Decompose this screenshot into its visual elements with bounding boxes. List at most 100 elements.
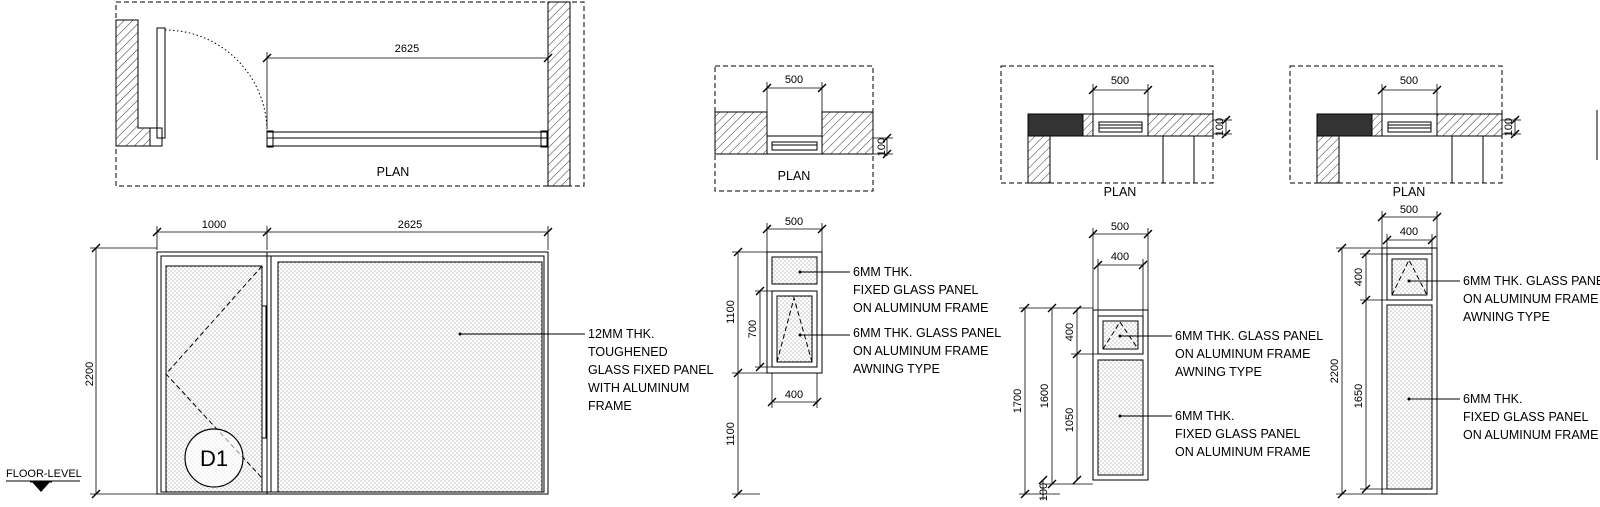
sheet3-awning-indication <box>1102 321 1139 350</box>
sheet3-awning-note-1: 6MM THK. GLASS PANEL <box>1175 329 1323 343</box>
sheet4-plan-border <box>1289 65 1503 184</box>
sheet3-h-fixed: 1050 <box>1064 408 1076 432</box>
sheet1-door-leaf <box>156 27 166 139</box>
sheet3-dark-block <box>1027 113 1084 137</box>
sheet2-plan-wall: 100 <box>876 138 888 156</box>
sheet1-note-2: TOUGHENED <box>588 345 668 359</box>
sheet1-note-3: GLASS FIXED PANEL <box>588 363 714 377</box>
sheet4-plan-wall: 100 <box>1503 118 1515 136</box>
sheet4-plan: 500 100 PLAN <box>1289 65 1521 199</box>
sheet2-awning-note-3: AWNING TYPE <box>853 362 940 376</box>
sheet1-panel-width: 2625 <box>398 219 422 231</box>
sheet2-width-inner: 400 <box>785 389 803 401</box>
sheet4-h-awning: 400 <box>1353 268 1365 286</box>
sheet2-awning-pane <box>776 295 813 363</box>
sheet4-wall-right <box>1436 113 1503 137</box>
sheet4-awning-indication <box>1391 258 1428 296</box>
sheet1-frame <box>156 251 549 495</box>
sheet2-h-awning: 700 <box>747 320 759 338</box>
sheet2-wall-right <box>821 111 874 155</box>
sheet4-frame <box>1381 247 1438 495</box>
sheet1-door-handle <box>261 305 267 439</box>
sheet3-fixed-note-2: FIXED GLASS PANEL <box>1175 427 1301 441</box>
sheet3-plan-dim: 500 <box>1111 75 1129 87</box>
sheet3-elevation: 500 400 1700 1600 400 1050 100 <box>1012 221 1323 501</box>
sheet3-h-mid: 1600 <box>1039 384 1051 408</box>
sheet3-h-total: 1700 <box>1012 389 1024 413</box>
sheet2-fixed-note-1: 6MM THK. <box>853 265 913 279</box>
sheet1-plan-dim: 2625 <box>395 43 419 55</box>
sheet1-note-4: WITH ALUMINUM <box>588 381 689 395</box>
sheet2-plan-dim: 500 <box>785 74 803 86</box>
sheet3-plan-wall: 100 <box>1214 118 1226 136</box>
sheet1-plan: 2625 PLAN <box>115 1 585 187</box>
sheet4-awning-note-3: AWNING TYPE <box>1463 310 1550 324</box>
sheet3-h-sill: 100 <box>1038 483 1050 501</box>
sheet4-dark-block <box>1316 113 1373 137</box>
sheet1-door-swing <box>164 29 268 133</box>
sheet2-plan-window <box>766 135 823 155</box>
sheet2-elevation: 500 400 1100 1100 700 6MM THK. FIXED GLA… <box>725 216 1001 499</box>
sheet1-note-5: FRAME <box>588 399 632 413</box>
sheet2-h-total: 1100 <box>725 300 737 324</box>
sheet1-note-1: 12MM THK. <box>588 327 654 341</box>
sheet1-swing-indication <box>165 265 263 479</box>
sheet4-width-inner: 400 <box>1400 226 1418 238</box>
door-tag: D1 <box>200 446 228 471</box>
sheet4-fixed-pane <box>1386 304 1433 490</box>
sheet2-width-outer: 500 <box>785 216 803 228</box>
door-tag-circle <box>184 428 244 488</box>
sheet3-awning-note-3: AWNING TYPE <box>1175 365 1262 379</box>
sheet1-left-wall <box>115 19 151 147</box>
sheet1-height: 2200 <box>84 362 96 386</box>
sheet4-h-fixed: 1650 <box>1353 384 1365 408</box>
sheet1-plan-glazing <box>266 131 549 147</box>
sheet1-door-width: 1000 <box>202 219 226 231</box>
sheet3-fixed-note-3: ON ALUMINUM FRAME <box>1175 445 1310 459</box>
sheet2-fixed-note-2: FIXED GLASS PANEL <box>853 283 979 297</box>
sheet2-frame <box>766 251 823 374</box>
sheet4-width-outer: 500 <box>1400 204 1418 216</box>
sheet2-plan: 500 100 PLAN <box>714 65 893 192</box>
sheet3-plan-title: PLAN <box>1104 185 1137 199</box>
sheet2-wall-left <box>714 111 768 155</box>
sheet3-h-awning: 400 <box>1064 323 1076 341</box>
sheet4-plan-window <box>1381 113 1438 137</box>
sheet1-right-wall <box>547 1 571 187</box>
sheet4-wall-left <box>1316 135 1340 184</box>
sheet3-plan-window <box>1092 113 1149 137</box>
sheet4-awning-pane <box>1391 258 1428 296</box>
sheet3-fixed-pane <box>1097 359 1144 476</box>
sheet2-awning-note-1: 6MM THK. GLASS PANEL <box>853 326 1001 340</box>
sheet4-h-total: 2200 <box>1329 359 1341 383</box>
sheet2-awning-note-2: ON ALUMINUM FRAME <box>853 344 988 358</box>
sheet3-width-outer: 500 <box>1111 221 1129 233</box>
sheet3-frame <box>1092 309 1149 481</box>
sheet2-awning-frame <box>771 290 818 368</box>
sheet3-plan-border <box>1000 65 1214 184</box>
sheet1-door-jamb <box>149 127 163 147</box>
sheet4-awning-note-1: 6MM THK. GLASS PANEL <box>1463 274 1600 288</box>
sheet4-fixed-note-3: ON ALUMINUM FRAME <box>1463 428 1598 442</box>
sheet2-h-sill: 1100 <box>725 422 737 446</box>
sheet3-wall-right <box>1147 113 1214 137</box>
floor-level-marker <box>32 482 50 492</box>
sheet3-plan: 500 100 PLAN <box>1000 65 1232 199</box>
sheet3-width-inner: 400 <box>1111 251 1129 263</box>
sheet4-plan-dim: 500 <box>1400 75 1418 87</box>
floor-level-label: FLOOR-LEVEL <box>6 468 82 480</box>
sheet2-awning-indication <box>776 296 813 363</box>
sheet4-awning-note-2: ON ALUMINUM FRAME <box>1463 292 1598 306</box>
sheet4-fixed-note-1: 6MM THK. <box>1463 392 1523 406</box>
sheet3-fixed-note-1: 6MM THK. <box>1175 409 1235 423</box>
sheet2-plan-title: PLAN <box>778 169 811 183</box>
sheet1-fixed-glass <box>277 261 543 493</box>
sheet3-awning-note-2: ON ALUMINUM FRAME <box>1175 347 1310 361</box>
sheet2-fixed-note-3: ON ALUMINUM FRAME <box>853 301 988 315</box>
sheet4-elevation: 500 400 2200 400 1650 6MM THK. GLASS PAN… <box>1329 204 1600 499</box>
sheet2-fixed-pane <box>771 256 818 285</box>
sheet1-plan-border <box>115 1 585 187</box>
sheet4-plan-title: PLAN <box>1393 185 1426 199</box>
sheet1-elevation: 1000 2625 2200 D1 12MM THK. TOUGHENED GL… <box>6 219 714 499</box>
